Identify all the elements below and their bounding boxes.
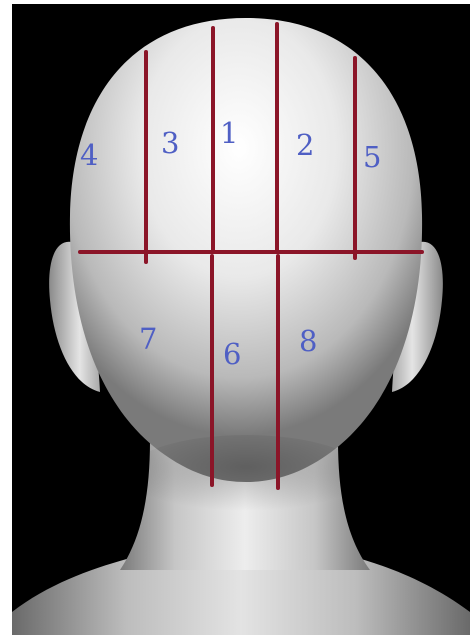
nape-shade	[126, 435, 366, 515]
zone-label-5: 5	[363, 140, 381, 174]
zone-label-1: 1	[220, 116, 238, 150]
head-sectioning-diagram: 1 2 3 4 5 6 7 8	[12, 4, 470, 635]
zone-label-8: 8	[299, 324, 317, 358]
zone-label-6: 6	[223, 337, 241, 371]
zone-label-3: 3	[161, 126, 179, 160]
zone-label-7: 7	[139, 322, 157, 356]
zone-label-2: 2	[296, 128, 314, 162]
zone-label-4: 4	[80, 138, 98, 172]
